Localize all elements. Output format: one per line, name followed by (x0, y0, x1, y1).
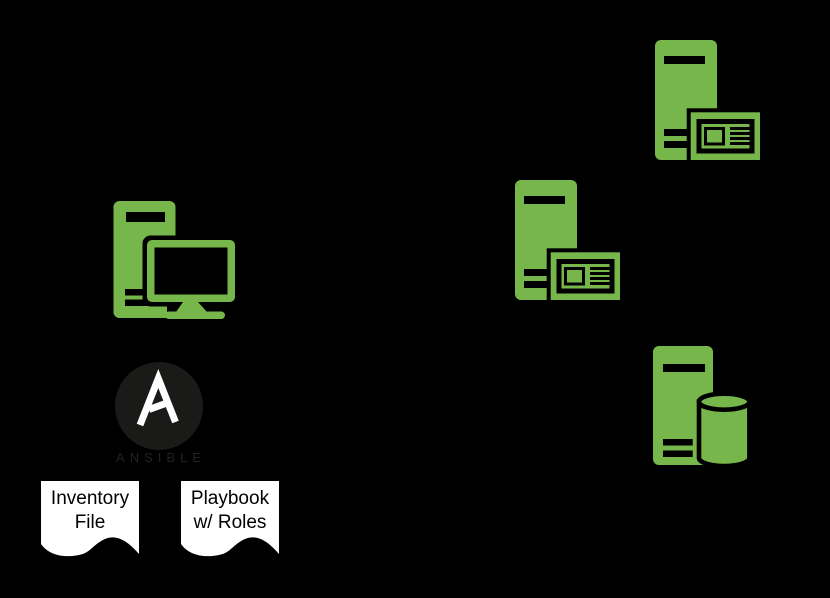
label-line: w/ Roles (193, 511, 267, 533)
control-machine-node (113, 200, 235, 320)
playbook-label: Playbook w/ Roles (181, 487, 279, 534)
inventory-file-label: Inventory File (41, 487, 139, 534)
ansible-logo-icon (113, 360, 205, 452)
label-line: Inventory (50, 488, 130, 509)
server-with-card-icon (513, 178, 620, 302)
label-line: Playbook (190, 488, 270, 509)
database-server-node (651, 344, 752, 468)
web-server-2-node (513, 178, 620, 302)
server-with-database-icon (651, 344, 752, 468)
ansible-logo (113, 360, 205, 452)
playbook-document: Playbook w/ Roles (181, 481, 279, 565)
server-with-card-icon (653, 38, 760, 162)
workstation-icon (113, 200, 235, 320)
web-server-1-node (653, 38, 760, 162)
ansible-wordmark: ANSIBLE (116, 450, 206, 465)
inventory-file-document: Inventory File (41, 481, 139, 565)
label-line: File (74, 511, 106, 533)
